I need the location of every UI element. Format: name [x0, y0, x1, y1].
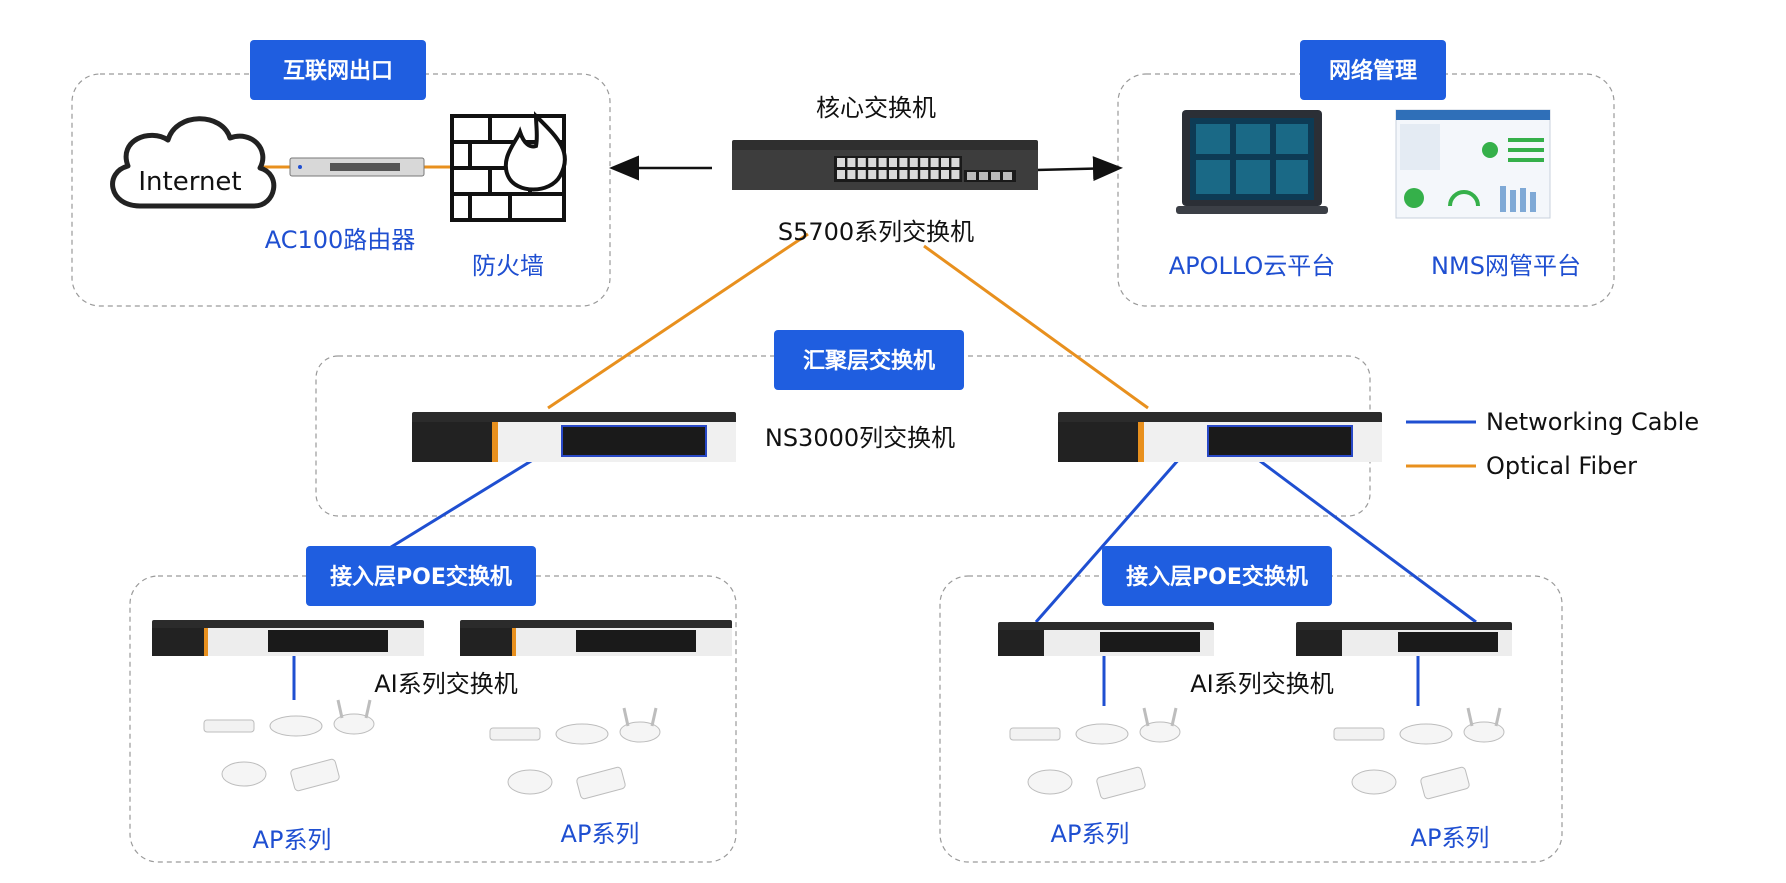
access-right-model: AI系列交换机	[1190, 670, 1334, 698]
badge-aggregation: 汇聚层交换机	[774, 330, 964, 390]
access-switch-left-2-icon	[460, 620, 732, 656]
router-icon	[289, 157, 425, 177]
fiber-core-to-agg-left	[547, 232, 809, 410]
aggregation-switch-left-icon	[412, 412, 736, 462]
badge-access-left: 接入层POE交换机	[306, 546, 536, 606]
access-left-group	[129, 575, 737, 863]
ap-label-2: AP系列	[561, 820, 640, 848]
nms-dashboard-icon	[1395, 109, 1551, 219]
firewall-label: 防火墙	[472, 252, 544, 280]
ap-cluster-2-icon	[489, 707, 661, 800]
apollo-label: APOLLO云平台	[1169, 252, 1336, 280]
laptop-icon	[1176, 110, 1328, 214]
core-switch-icon	[732, 140, 1038, 190]
cable-agg-left-to-access	[369, 456, 537, 562]
ap-cluster-1-icon	[203, 699, 375, 792]
access-left-model: AI系列交换机	[374, 670, 518, 698]
access-right-group	[939, 575, 1563, 863]
access-switch-right-2-icon	[1296, 622, 1512, 656]
ap-cluster-4-icon	[1333, 707, 1505, 800]
legend-fiber-label: Optical Fiber	[1486, 452, 1637, 480]
badge-access-right-label: 接入层POE交换机	[1126, 564, 1308, 590]
fiber-core-to-agg-right	[923, 244, 1149, 410]
ap-cluster-3-icon	[1009, 707, 1181, 800]
internet-exit-group	[71, 73, 611, 307]
arrow-core-to-management	[1035, 156, 1123, 182]
legend: Networking Cable Optical Fiber	[1406, 408, 1699, 480]
internet-cloud-icon: Internet	[110, 116, 277, 209]
core-switch-model: S5700系列交换机	[778, 218, 974, 246]
badge-aggregation-label: 汇聚层交换机	[803, 348, 935, 374]
badge-access-left-label: 接入层POE交换机	[330, 564, 512, 590]
ap-label-1: AP系列	[253, 826, 332, 854]
cable-agg-right-to-access-2	[1255, 456, 1477, 624]
nms-label: NMS网管平台	[1431, 252, 1581, 280]
access-switch-right-1-icon	[998, 622, 1214, 656]
core-switch-title: 核心交换机	[816, 94, 936, 122]
badge-access-right: 接入层POE交换机	[1102, 546, 1332, 606]
badge-network-management: 网络管理	[1300, 40, 1446, 100]
badge-internet-exit-label: 互联网出口	[283, 59, 393, 84]
access-switch-left-1-icon	[152, 620, 424, 656]
aggregation-switch-right-icon	[1058, 412, 1382, 462]
badge-internet-exit: 互联网出口	[250, 40, 426, 100]
internet-cloud-label: Internet	[138, 167, 241, 197]
ap-label-3: AP系列	[1051, 820, 1130, 848]
badge-network-management-label: 网络管理	[1329, 58, 1417, 84]
ap-label-4: AP系列	[1411, 824, 1490, 852]
cable-agg-right-to-access-1	[1034, 457, 1182, 623]
aggregation-switch-model: NS3000列交换机	[765, 424, 955, 452]
firewall-icon	[450, 111, 567, 222]
router-label: AC100路由器	[265, 226, 416, 254]
legend-cable-label: Networking Cable	[1486, 408, 1699, 436]
